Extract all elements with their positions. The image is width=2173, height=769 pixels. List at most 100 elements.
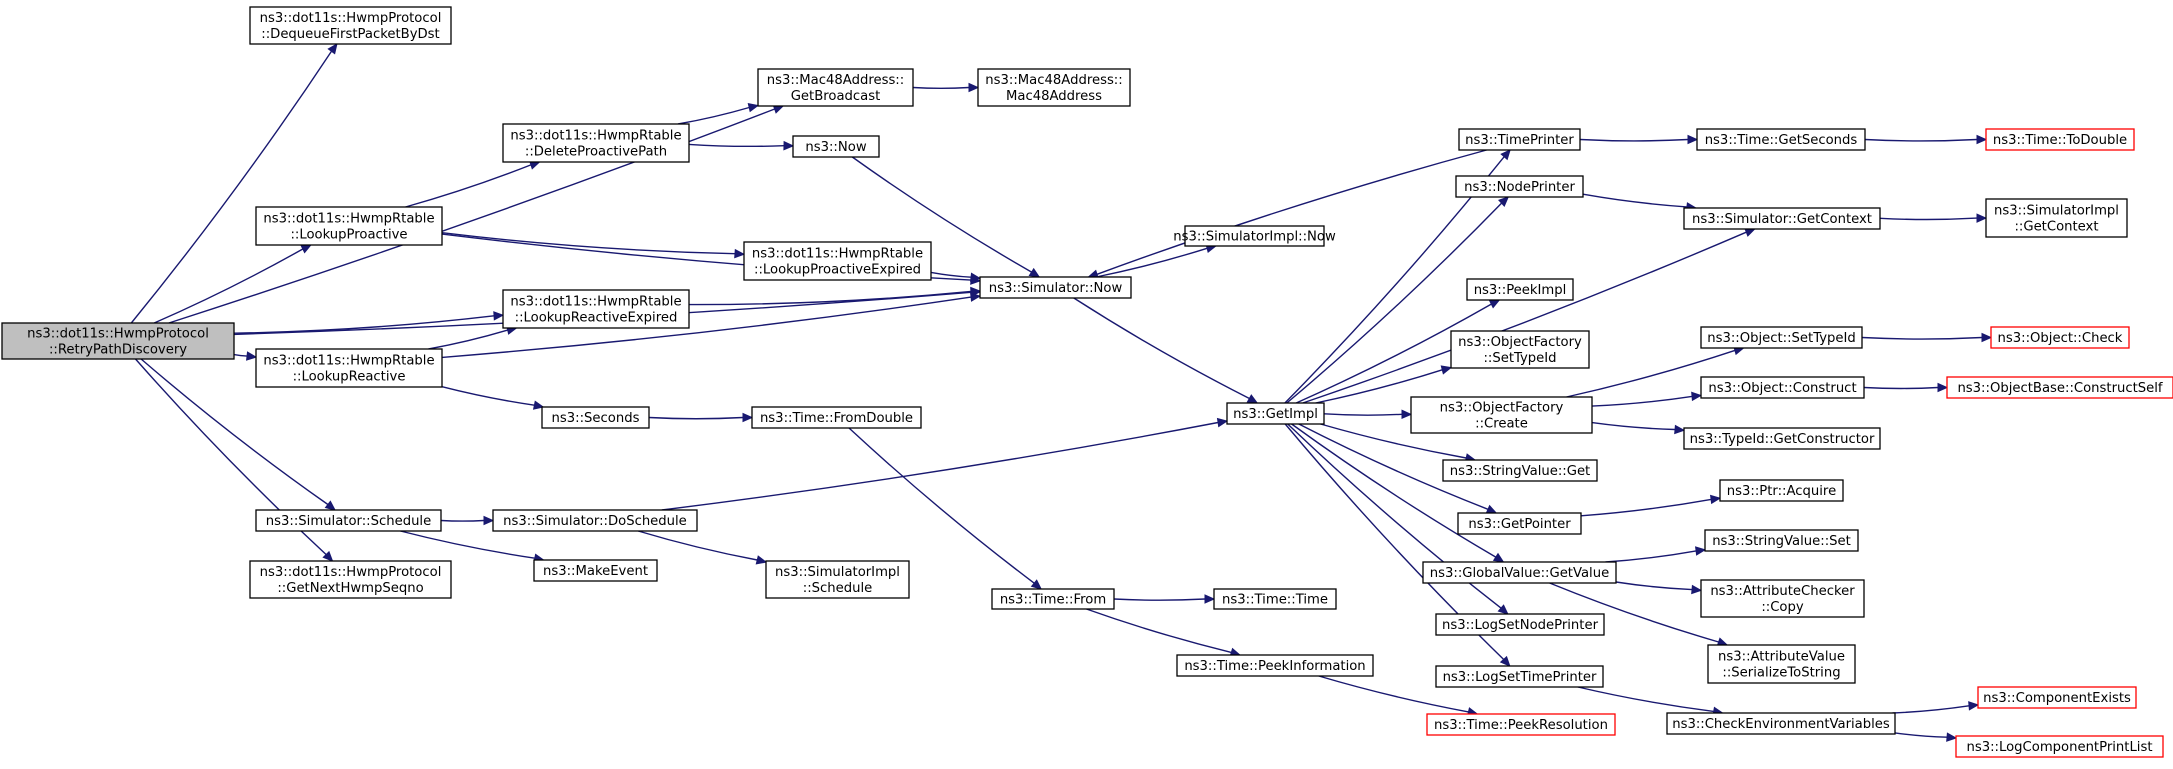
- node-box: [979, 276, 1132, 299]
- node-todouble[interactable]: ns3::Time::ToDouble: [1985, 128, 2135, 151]
- arrowhead: [970, 272, 982, 282]
- node-lookupreactive[interactable]: ns3::dot11s::HwmpRtable::LookupReactive: [255, 348, 443, 388]
- node-ofsettypeid[interactable]: ns3::ObjectFactory::SetTypeId: [1450, 330, 1590, 369]
- node-getpointer[interactable]: ns3::GetPointer: [1457, 512, 1582, 535]
- nodes-layer: ns3::dot11s::HwmpProtocol::RetryPathDisc…: [1, 6, 2173, 758]
- node-label: ns3::Object::Construct: [1708, 381, 1856, 396]
- arrowhead: [1710, 494, 1722, 505]
- node-seconds[interactable]: ns3::Seconds: [541, 406, 650, 429]
- node-label: ns3::Time::Time: [1222, 593, 1328, 608]
- edge-getimpl-to-ofcreate: [1323, 409, 1413, 420]
- node-label: ::LookupReactive: [293, 370, 406, 385]
- arrowhead: [1028, 267, 1041, 278]
- node-label: ns3::ObjectFactory: [1440, 401, 1564, 416]
- node-simimplnow[interactable]: ns3::SimulatorImpl::Now: [1173, 225, 1336, 247]
- arrowhead: [1485, 504, 1498, 514]
- node-box: [1458, 128, 1581, 151]
- node-label: ns3::AttributeChecker: [1710, 584, 1855, 599]
- node-svget[interactable]: ns3::StringValue::Get: [1442, 459, 1598, 482]
- edge-gvgetvalue-to-svset: [1605, 546, 1707, 563]
- arrowhead: [1499, 655, 1511, 667]
- node-avserialize[interactable]: ns3::AttributeValue::SerializeToString: [1707, 644, 1856, 684]
- arrowhead: [1691, 584, 1703, 595]
- node-root[interactable]: ns3::dot11s::HwmpProtocol::RetryPathDisc…: [1, 322, 235, 360]
- node-box: [1213, 588, 1337, 610]
- node-label: ns3::StringValue::Get: [1450, 464, 1590, 479]
- node-doschedule[interactable]: ns3::Simulator::DoSchedule: [492, 509, 698, 532]
- node-label: ns3::SimulatorImpl::Now: [1173, 230, 1336, 245]
- node-peekimpl[interactable]: ns3::PeekImpl: [1466, 278, 1574, 301]
- node-simimplschedule[interactable]: ns3::SimulatorImpl::Schedule: [765, 560, 910, 599]
- node-box: [533, 559, 658, 582]
- edge-lpexpired-to-simnow: [930, 271, 982, 282]
- node-label: ::GetNextHwmpSeqno: [277, 581, 423, 596]
- node-timefrom[interactable]: ns3::Time::From: [991, 588, 1115, 610]
- node-simnow[interactable]: ns3::Simulator::Now: [979, 276, 1132, 299]
- edge-seconds-to-fromdouble: [648, 412, 754, 423]
- edge-getimpl-to-nodeprinter: [1286, 196, 1510, 404]
- node-ptracquire[interactable]: ns3::Ptr::Acquire: [1719, 479, 1844, 502]
- node-svset[interactable]: ns3::StringValue::Set: [1704, 529, 1859, 552]
- node-dequeue[interactable]: ns3::dot11s::HwmpProtocol::DequeueFirstP…: [249, 6, 452, 45]
- node-box: [1410, 396, 1593, 434]
- node-label: ns3::Time::From: [1000, 593, 1106, 608]
- node-objsettypeid[interactable]: ns3::Object::SetTypeId: [1700, 326, 1863, 349]
- node-compexists[interactable]: ns3::ComponentExists: [1977, 686, 2137, 709]
- node-lookupproactive[interactable]: ns3::dot11s::HwmpRtable::LookupProactive: [255, 206, 443, 246]
- node-box: [249, 6, 452, 45]
- node-label: ::LookupReactiveExpired: [515, 311, 678, 326]
- edge-getcontext-to-simimplgetcontext: [1879, 213, 1988, 223]
- node-label: ns3::SimulatorImpl: [775, 565, 900, 580]
- node-constructself[interactable]: ns3::ObjectBase::ConstructSelf: [1946, 376, 2173, 399]
- arrowhead: [1674, 424, 1686, 435]
- node-fromdouble[interactable]: ns3::Time::FromDouble: [751, 406, 922, 429]
- edge-getimpl-to-ofsettypeid: [1315, 365, 1453, 404]
- node-getbroadcast[interactable]: ns3::Mac48Address::GetBroadcast: [757, 68, 914, 107]
- node-getcontext[interactable]: ns3::Simulator::GetContext: [1683, 207, 1881, 230]
- node-box: [1176, 654, 1374, 677]
- node-label: ::LookupProactive: [290, 228, 407, 243]
- node-timeprinter[interactable]: ns3::TimePrinter: [1458, 128, 1581, 151]
- node-mac48[interactable]: ns3::Mac48Address::Mac48Address: [977, 68, 1131, 107]
- edge-schedule-to-doschedule: [440, 515, 495, 526]
- node-box: [1426, 713, 1616, 736]
- node-label: ns3::dot11s::HwmpRtable: [510, 295, 681, 310]
- arrowhead: [1204, 594, 1216, 604]
- node-schedule[interactable]: ns3::Simulator::Schedule: [255, 509, 442, 532]
- node-logsetnode[interactable]: ns3::LogSetNodePrinter: [1435, 613, 1605, 636]
- arrowhead: [970, 292, 982, 302]
- node-getnext[interactable]: ns3::dot11s::HwmpProtocol::GetNextHwmpSe…: [249, 560, 452, 599]
- edge-delproactive-to-now: [688, 140, 795, 151]
- node-checkenv[interactable]: ns3::CheckEnvironmentVariables: [1666, 712, 1896, 735]
- node-getseconds[interactable]: ns3::Time::GetSeconds: [1696, 128, 1866, 151]
- node-label: ns3::ObjectBase::ConstructSelf: [1957, 381, 2162, 396]
- node-peekres[interactable]: ns3::Time::PeekResolution: [1426, 713, 1616, 736]
- edge-getbroadcast-to-mac48: [912, 82, 980, 93]
- node-makeevent[interactable]: ns3::MakeEvent: [533, 559, 658, 582]
- node-logsettime[interactable]: ns3::LogSetTimePrinter: [1435, 665, 1604, 688]
- node-getimpl[interactable]: ns3::GetImpl: [1226, 402, 1325, 425]
- node-objcheck[interactable]: ns3::Object::Check: [1990, 326, 2130, 349]
- node-label: ns3::dot11s::HwmpRtable: [263, 212, 434, 227]
- edge-simnow-to-simimplnow: [1095, 243, 1218, 278]
- node-lpexpired[interactable]: ns3::dot11s::HwmpRtable::LookupProactive…: [743, 241, 932, 281]
- node-getconstructor[interactable]: ns3::TypeId::GetConstructor: [1683, 427, 1881, 450]
- node-label: ns3::dot11s::HwmpRtable: [510, 129, 681, 144]
- node-peekinfo[interactable]: ns3::Time::PeekInformation: [1176, 654, 1374, 677]
- node-delproactive[interactable]: ns3::dot11s::HwmpRtable::DeleteProactive…: [502, 123, 690, 163]
- edge-lookupproactive-to-delproactive: [405, 160, 541, 208]
- node-logcomplist[interactable]: ns3::LogComponentPrintList: [1955, 735, 2164, 758]
- edge-lookupreactive-to-lrexpired: [428, 325, 518, 350]
- node-label: ns3::Seconds: [552, 411, 640, 426]
- node-simimplgetcontext[interactable]: ns3::SimulatorImpl::GetContext: [1985, 198, 2128, 238]
- arrowhead: [246, 351, 258, 361]
- node-lrexpired[interactable]: ns3::dot11s::HwmpRtable::LookupReactiveE…: [502, 289, 690, 329]
- node-box: [502, 289, 690, 329]
- node-gvgetvalue[interactable]: ns3::GlobalValue::GetValue: [1422, 561, 1617, 584]
- node-accopy[interactable]: ns3::AttributeChecker::Copy: [1700, 579, 1865, 618]
- node-objconstruct[interactable]: ns3::Object::Construct: [1700, 376, 1865, 399]
- node-nodeprinter[interactable]: ns3::NodePrinter: [1455, 175, 1584, 198]
- node-ofcreate[interactable]: ns3::ObjectFactory::Create: [1410, 396, 1593, 434]
- node-timetime[interactable]: ns3::Time::Time: [1213, 588, 1337, 610]
- node-now[interactable]: ns3::Now: [792, 135, 880, 158]
